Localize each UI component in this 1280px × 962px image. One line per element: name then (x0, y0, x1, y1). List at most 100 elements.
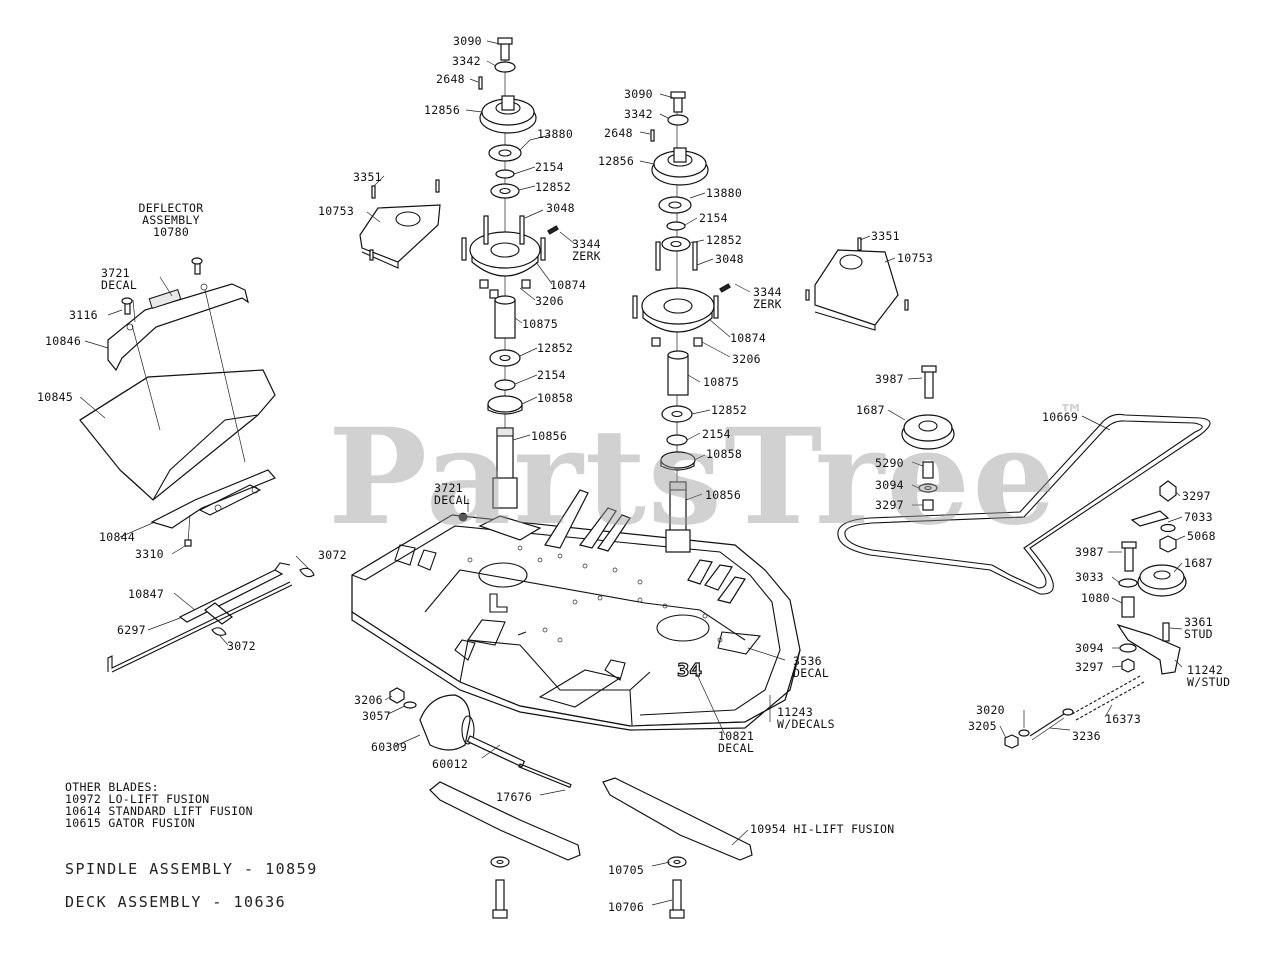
part-callout-label: 3094 (1075, 642, 1104, 654)
part-callout-label: 10875 (703, 376, 739, 388)
part-callout-line: 5068 (1187, 529, 1216, 543)
part-callout-line: 3987 (875, 372, 904, 386)
part-callout-line: 3057 (362, 709, 391, 723)
part-callout-line: 10874 (730, 331, 767, 345)
part-callout-label: 3048 (715, 253, 744, 265)
deflector-title-line: ASSEMBLY (142, 213, 200, 227)
part-callout-line: 10753 (897, 251, 934, 265)
part-callout-label: 10856 (705, 489, 741, 501)
height-adjust-rod (107, 562, 315, 673)
part-callout-line: 10954 HI-LIFT FUSION (750, 822, 895, 836)
blade-left (429, 781, 581, 919)
part-callout-line: 3297 (875, 498, 904, 512)
spindle-cover-right (805, 237, 909, 331)
part-callout-line: 10858 (537, 391, 574, 405)
part-callout-line: W/STUD (1187, 675, 1231, 689)
deflector-assembly-title: DEFLECTOR ASSEMBLY 10780 (121, 202, 221, 238)
part-callout-label: 10844 (99, 531, 135, 543)
part-callout-line: 12852 (706, 233, 743, 247)
part-callout-line: 6297 (117, 623, 146, 637)
part-callout-line: 3090 (453, 34, 482, 48)
part-callout-label: 10858 (537, 392, 573, 404)
part-callout-line: DECAL (101, 278, 138, 292)
part-callout-line: 1080 (1081, 591, 1110, 605)
part-callout-line: 3310 (135, 547, 164, 561)
other-blades-line: 10614 STANDARD LIFT FUSION (65, 804, 253, 818)
part-callout-label: 10858 (706, 448, 742, 460)
part-callout-line: DECAL (718, 741, 755, 755)
part-callout-label: 10845 (37, 391, 73, 403)
part-callout-label: 1687 (1184, 557, 1213, 569)
part-callout-line: 10844 (99, 530, 136, 544)
deck-decal-34: 34 (677, 660, 702, 681)
watermark-text: PartsTree (328, 400, 1059, 555)
part-callout-line: 2154 (535, 160, 564, 174)
part-callout-label: 3072 (318, 549, 347, 561)
part-callout-line: 2648 (604, 126, 633, 140)
part-callout-line: 12852 (535, 180, 572, 194)
part-callout-line: 3205 (968, 719, 997, 733)
part-callout-line: 2154 (699, 211, 728, 225)
part-callout-line: 12852 (711, 403, 748, 417)
other-blades-note: OTHER BLADES: 10972 LO-LIFT FUSION 10614… (65, 781, 253, 829)
part-callout-label: 3342 (624, 108, 653, 120)
part-callout-line: 3351 (871, 229, 900, 243)
pto-motor-shaft (389, 687, 572, 789)
part-callout-label: 12852 (537, 342, 573, 354)
part-callout-line: 3344 (572, 237, 601, 251)
part-callout-line: 3721 (101, 266, 130, 280)
other-blades-line: 10615 GATOR FUSION (65, 816, 196, 830)
part-callout-label: 10856 (531, 430, 567, 442)
part-callout-line: 10875 (703, 375, 740, 389)
part-callout-label: 3987 (1075, 546, 1104, 558)
part-callout-line: 3342 (624, 107, 653, 121)
part-callout-label: 5068 (1187, 530, 1216, 542)
part-callout-label: 2154 (537, 369, 566, 381)
spindle-cover-left (359, 179, 441, 269)
part-callout-label: 3205 (968, 720, 997, 732)
idler-arm-assembly (1004, 480, 1187, 749)
mower-deck-shell: 34 (351, 489, 801, 731)
part-callout-label: 3297 (1182, 490, 1211, 502)
part-callout-label: 12852 (711, 404, 747, 416)
part-callout-label: 6297 (117, 624, 146, 636)
part-callout-label: 12852 (535, 181, 571, 193)
part-callout-line: 3090 (624, 87, 653, 101)
part-callout-label: 3297 (875, 499, 904, 511)
part-callout-label: 3116 (69, 309, 98, 321)
part-callout-line: 10706 (608, 900, 645, 914)
part-callout-line: DECAL (434, 493, 471, 507)
part-callout-line: 60012 (432, 757, 469, 771)
part-callout-label: 1687 (856, 404, 885, 416)
part-callout-line: 3094 (875, 478, 904, 492)
part-callout-label: 3351 (353, 171, 382, 183)
part-callout-label: 12856 (424, 104, 460, 116)
part-callout-line: 3048 (715, 252, 744, 266)
part-callout-label: 12852 (706, 234, 742, 246)
part-callout-line: 10856 (705, 488, 742, 502)
part-callout-line: 3236 (1072, 729, 1101, 743)
part-callout-line: 10845 (37, 390, 74, 404)
other-blades-line: OTHER BLADES: (65, 780, 159, 794)
part-callout-label: 10753 (318, 205, 354, 217)
part-callout-label: 10954 HI-LIFT FUSION (750, 823, 894, 835)
part-callout-label: 1080 (1081, 592, 1110, 604)
part-callout-line: ZERK (572, 249, 601, 263)
part-callout-line: 3116 (69, 308, 98, 322)
part-callout-line: STUD (1184, 627, 1213, 641)
part-callout-line: 3987 (1075, 545, 1104, 559)
part-callout-label: 60012 (432, 758, 468, 770)
part-callout-label: 3310 (135, 548, 164, 560)
part-callout-line: 1687 (1184, 556, 1213, 570)
partstree-watermark: PartsTree™ (328, 400, 1086, 555)
part-callout-line: 13880 (706, 186, 743, 200)
part-callout-line: 3342 (452, 54, 481, 68)
part-callout-line: 2154 (702, 427, 731, 441)
part-callout-line: 60309 (371, 740, 408, 754)
deck-spindle-mount-holes (467, 545, 723, 643)
part-callout-label: 3342 (452, 55, 481, 67)
deflector-assembly (79, 257, 277, 547)
part-callout-label: 3236 (1072, 730, 1101, 742)
